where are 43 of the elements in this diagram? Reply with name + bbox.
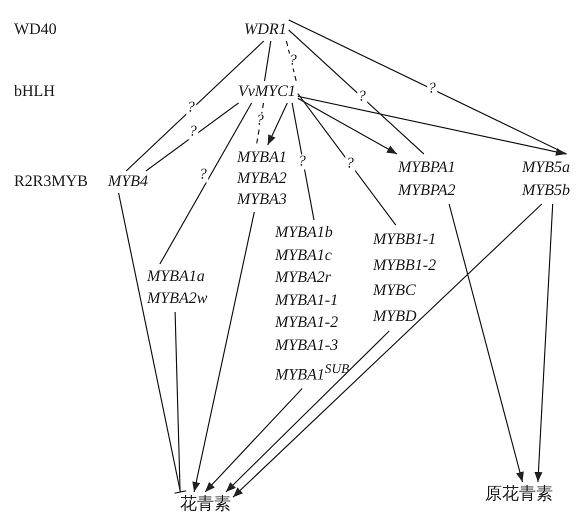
edge-label: ? [198,168,208,182]
connector-line [264,40,272,82]
row-label: WD40 [14,21,57,39]
edge-label: ? [255,114,265,128]
gene-label: MYBA1a MYBA2w [147,266,208,310]
connector-line [288,30,424,154]
gene-label: WDR1 [244,21,287,39]
connector-line [159,102,252,264]
edge-label: ? [186,100,196,116]
gene-label: MYBA1 MYBA2 MYBA3 [237,147,287,210]
inhibition-line [118,192,187,494]
connector-line [288,19,567,155]
pigment-label: 原花青素 [485,484,553,504]
connector-line [174,312,181,492]
connector-line [286,40,297,82]
gene-label: MYBA1b MYBA1c MYBA2r MYBA1-1 MYBA1-2 MYBA1-3 MYBA1$^{SUB}$ [275,222,350,386]
arrow [204,388,303,492]
arrow [298,98,398,155]
arrow [225,330,390,492]
gene-label: MYB5a MYB5b [522,156,570,202]
edge-label: ? [288,54,298,68]
edge-label: ? [188,124,198,140]
connector-line [126,40,264,172]
edge-label: ? [297,154,307,170]
connector-line [256,102,264,146]
gene-label: MYBPA1 MYBPA2 [398,156,456,202]
connector-line [297,93,396,226]
arrow [232,204,542,498]
gene-label: MYB4 [108,173,148,191]
connector-line [292,102,315,220]
arrow [448,204,524,482]
arrow [192,212,255,492]
arrow [267,102,288,146]
pigment-label: 花青素 [180,494,231,514]
row-label: R2R3MYB [14,173,88,191]
edge-label: ? [357,90,367,104]
arrow [534,204,554,482]
row-label: bHLH [14,83,55,101]
gene-label: VvMYC1 [238,83,296,101]
connector-line [146,102,239,172]
arrow [298,96,566,156]
gene-label: MYBB1-1 MYBB1-2 MYBC MYBD [373,227,451,329]
edge-label: ? [345,156,355,172]
